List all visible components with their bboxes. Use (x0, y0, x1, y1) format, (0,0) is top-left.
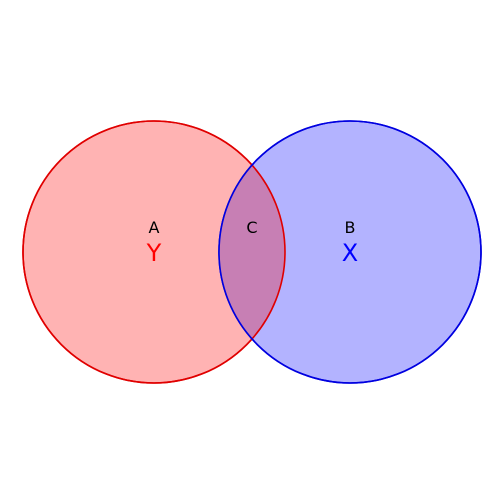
region-label-b: B (345, 218, 356, 237)
set-y-outline (22, 120, 286, 384)
region-label-c: C (246, 218, 257, 237)
set-x-outline (218, 120, 482, 384)
region-label-a: A (149, 218, 160, 237)
set-label-x: X (342, 239, 358, 267)
set-label-y: Y (146, 239, 162, 267)
